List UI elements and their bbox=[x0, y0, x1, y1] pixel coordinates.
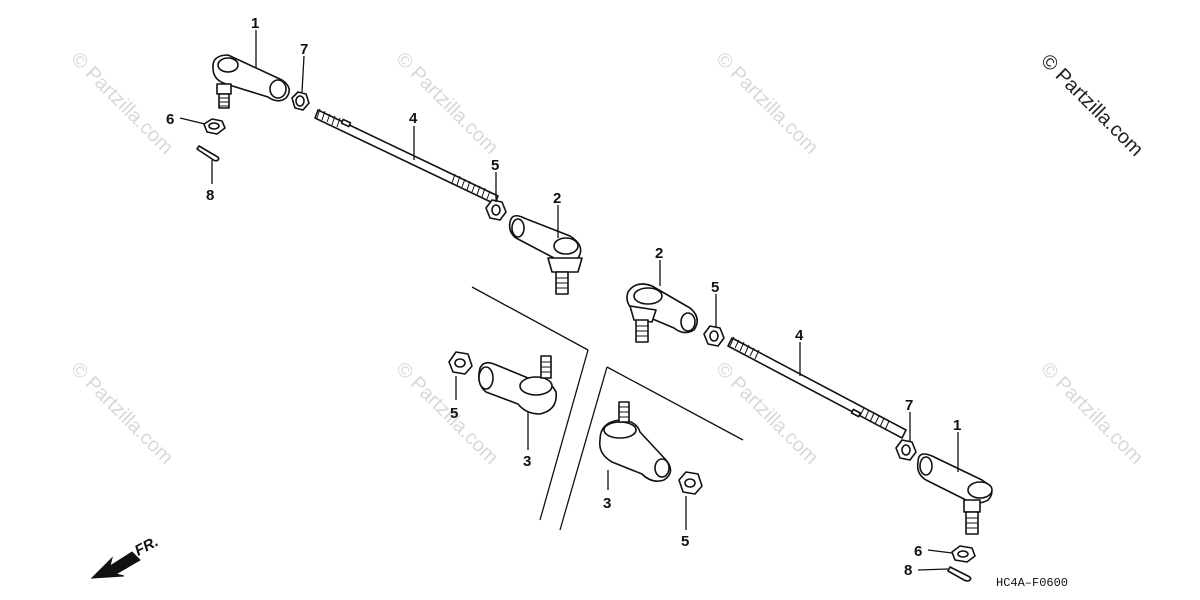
inner-parts-left bbox=[448, 351, 557, 415]
callout-label: 5 bbox=[450, 405, 458, 422]
nut-6-right bbox=[951, 545, 976, 563]
callout-label: 5 bbox=[681, 533, 689, 550]
lock-nut-7-left bbox=[291, 91, 310, 111]
tie-rod-end-1-right bbox=[916, 453, 993, 535]
nut-5-lower-left bbox=[448, 351, 473, 375]
callout-label: 2 bbox=[655, 245, 663, 262]
callout-label: 1 bbox=[251, 15, 259, 32]
copyright-text: © Partzilla.com bbox=[1036, 50, 1147, 161]
callout-label: 7 bbox=[300, 41, 308, 58]
front-label: FR. bbox=[132, 533, 161, 559]
callout-label: 6 bbox=[914, 543, 922, 560]
callout-labels: 1 7 6 8 4 5 2 2 5 4 5 3 3 5 7 1 6 8 bbox=[166, 15, 961, 579]
tie-rod-end-2-upper bbox=[508, 214, 583, 295]
nut-5-right bbox=[703, 325, 725, 347]
nut-5-upper bbox=[485, 199, 507, 221]
callout-label: 8 bbox=[206, 187, 214, 204]
callout-label: 5 bbox=[711, 279, 719, 296]
diagram-code: HC4A–F0600 bbox=[996, 576, 1068, 590]
callout-label: 4 bbox=[409, 110, 418, 127]
tie-rod-end-1-left bbox=[212, 54, 290, 109]
watermark: © Partzilla.com bbox=[391, 48, 502, 159]
tie-rod-4-right bbox=[727, 336, 907, 439]
front-direction-indicator: FR. bbox=[90, 533, 161, 579]
watermark: © Partzilla.com bbox=[711, 48, 822, 159]
inner-parts-right bbox=[598, 401, 703, 495]
watermark: © Partzilla.com bbox=[711, 358, 822, 469]
tie-rod-end-3-right bbox=[598, 401, 672, 482]
callout-label: 8 bbox=[904, 562, 912, 579]
callout-label: 1 bbox=[953, 417, 961, 434]
leader-lines bbox=[179, 30, 959, 571]
cotter-pin-8-left bbox=[196, 145, 220, 162]
callout-label: 3 bbox=[603, 495, 611, 512]
lock-nut-7-right bbox=[895, 439, 917, 461]
callout-label: 2 bbox=[553, 190, 561, 207]
tie-rod-thread bbox=[729, 336, 890, 431]
tie-rod-thread bbox=[316, 108, 491, 200]
nut-5-lower-right bbox=[678, 471, 703, 495]
callout-label: 3 bbox=[523, 453, 531, 470]
watermark-layer: © Partzilla.com © Partzilla.com © Partzi… bbox=[66, 48, 1147, 469]
tie-rod-end-3-left bbox=[478, 355, 557, 415]
front-arrow-icon bbox=[90, 551, 141, 579]
watermark: © Partzilla.com bbox=[1036, 358, 1147, 469]
watermark: © Partzilla.com bbox=[66, 358, 177, 469]
callout-label: 7 bbox=[905, 397, 913, 414]
callout-label: 6 bbox=[166, 111, 174, 128]
callout-label: 4 bbox=[795, 327, 804, 344]
left-tie-rod-assembly bbox=[196, 54, 583, 295]
watermark: © Partzilla.com bbox=[66, 48, 177, 159]
nut-6-left bbox=[203, 118, 226, 135]
section-dividers bbox=[471, 286, 744, 531]
cotter-pin-8-right bbox=[947, 566, 972, 582]
right-tie-rod-assembly bbox=[626, 283, 993, 582]
tie-rod-end-2-right bbox=[626, 283, 698, 343]
callout-label: 5 bbox=[491, 157, 499, 174]
